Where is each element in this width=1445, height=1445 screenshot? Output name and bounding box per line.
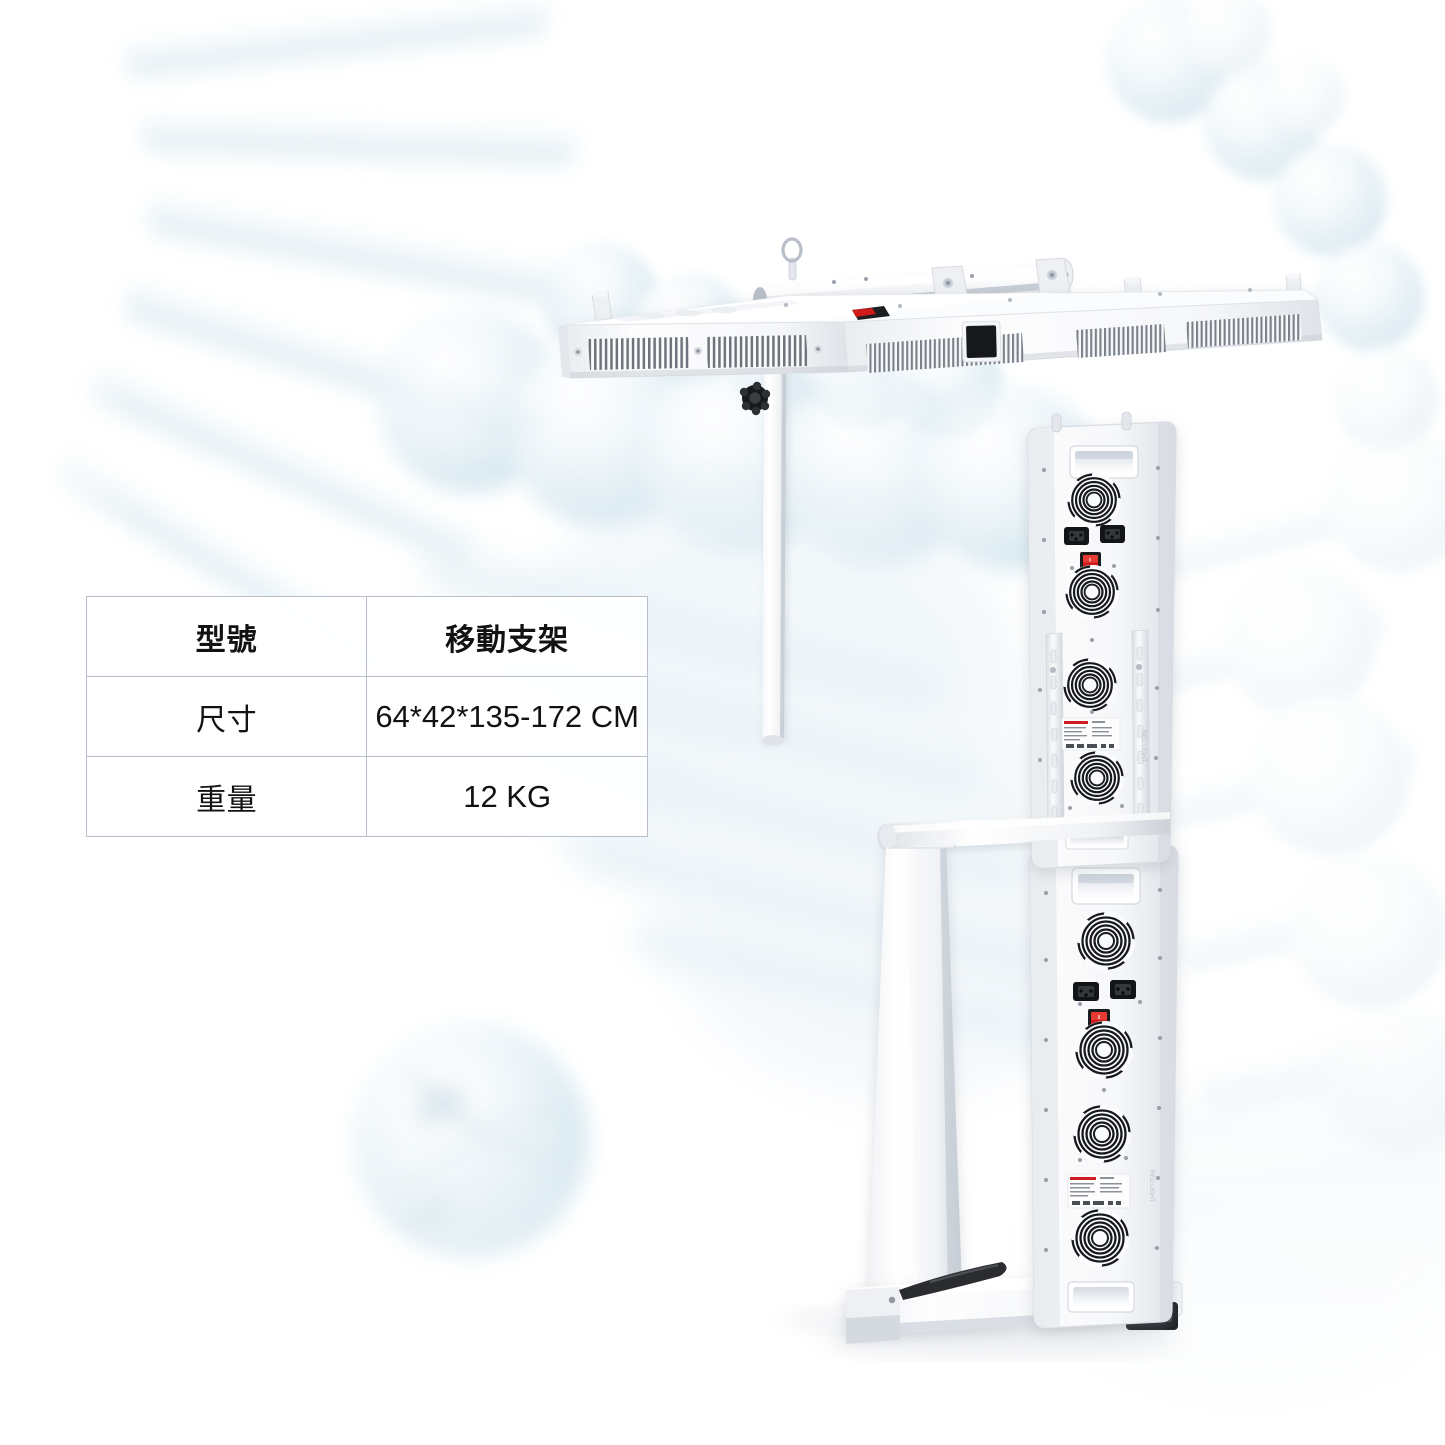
stand-column [868,825,962,1295]
iec-socket[interactable] [1073,982,1099,1001]
vertical-panel-lower: RED LIGHT [1029,845,1179,1329]
fan-grille [1070,1208,1130,1268]
handle-slot [1069,445,1139,479]
table-row: 型號 移動支架 [85,596,648,677]
top-switch[interactable] [852,306,890,320]
side-rail [1131,629,1151,832]
iec-socket[interactable] [1110,980,1136,999]
vertical-panel-upper: RED LIGHT [1027,411,1177,869]
table-row: 尺寸 64*42*135-172 CM [85,676,648,757]
clamp [1035,257,1071,295]
iec-socket[interactable] [1100,525,1125,543]
vent-grille [706,335,808,368]
top-light-panel [558,237,1323,379]
handle-slot [1071,867,1141,905]
spec-value-size: 64*42*135-172 CM [366,676,648,757]
fan-grille [1063,658,1117,712]
side-rail [1045,632,1065,835]
mount-stud [1051,411,1132,433]
top-plate-detail [614,300,800,322]
spec-label-model: 型號 [85,596,368,677]
fan-grille [1074,1020,1134,1080]
vent-grille [588,337,690,370]
fan-grille [1065,565,1119,619]
fan-grille [1076,911,1136,971]
screw-detail [1043,887,1163,1253]
bolt-detail [574,345,822,356]
spec-label [1061,717,1121,751]
stand-arm-front [880,812,1170,848]
foot-pedal[interactable] [899,1262,1007,1300]
vent-grille [1186,314,1302,348]
adjust-knob[interactable] [739,381,771,416]
handle-slot [1067,1281,1135,1313]
iec-socket[interactable] [1064,527,1089,545]
fan-grille [1070,751,1124,805]
support-pole [762,369,786,745]
spec-value-weight: 12 KG [366,756,648,837]
spec-label-weight: 重量 [85,756,368,837]
hanger-ring [781,237,803,281]
mount-post [591,290,613,322]
spec-value-model: 移動支架 [366,596,648,677]
table-row: 重量 12 KG [85,756,648,837]
screw-detail [784,288,1252,308]
spec-label-size: 尺寸 [85,676,368,757]
fan-grille [1072,1104,1132,1164]
specification-table: 型號 移動支架 尺寸 64*42*135-172 CM 重量 12 KG [85,596,648,837]
spec-label [1067,1173,1131,1209]
vent-grille [1076,324,1166,358]
side-marking: RED LIGHT [1148,1170,1154,1202]
fan-grille [1067,473,1121,527]
screw-detail [1038,466,1160,828]
display-window[interactable] [961,320,1002,363]
side-marking: RED LIGHT [1140,730,1146,762]
